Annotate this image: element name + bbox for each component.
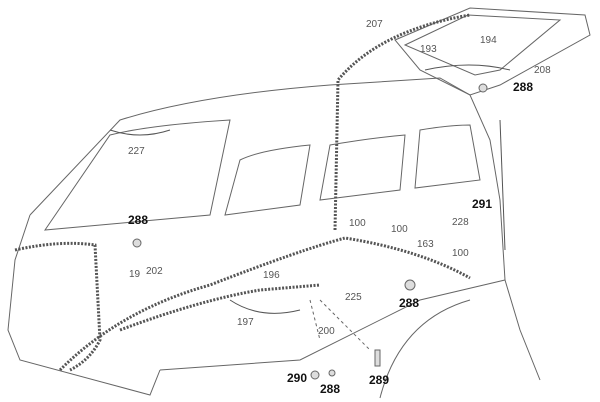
windshield (43, 119, 231, 231)
grommet-288 (404, 279, 416, 291)
harness-lower (119, 283, 321, 332)
wire-227 (109, 129, 171, 136)
van-side-lower (159, 279, 541, 381)
callout-225: 225 (345, 292, 362, 303)
callout-202: 202 (146, 266, 163, 277)
callout-208: 208 (534, 65, 551, 76)
main-harness-196 (58, 236, 471, 372)
van-roof-outline (29, 77, 506, 281)
side-window-2 (319, 134, 406, 201)
side-window-1 (224, 144, 311, 216)
grommet-288 (132, 238, 142, 248)
callout-289: 289 (369, 373, 390, 387)
grommet-288 (478, 83, 488, 93)
tailgate (394, 7, 591, 96)
callout-288: 288 (128, 213, 149, 227)
callout-194: 194 (480, 35, 497, 46)
callout-291: 291 (472, 197, 493, 211)
callout-290: 290 (287, 371, 308, 385)
callout-100: 100 (349, 218, 366, 229)
leader-dashed-2 (309, 299, 321, 341)
callout-193: 193 (420, 44, 437, 55)
callout-163: 163 (417, 239, 434, 250)
wire-228 (499, 119, 506, 251)
callout-200: 200 (318, 326, 335, 337)
side-window-3 (414, 124, 481, 189)
callout-207: 207 (366, 19, 383, 30)
callout-228: 228 (452, 217, 469, 228)
van-front-outline (7, 214, 161, 396)
leader-dashed (319, 299, 371, 351)
harness-front (14, 241, 102, 372)
callout-197: 197 (237, 317, 254, 328)
callout-100: 100 (452, 248, 469, 259)
tailgate-window (403, 14, 562, 76)
callout-227: 227 (128, 146, 145, 157)
callout-100: 100 (391, 224, 408, 235)
callout-288: 288 (320, 382, 341, 396)
bolt-289 (374, 349, 381, 367)
callout-288: 288 (399, 296, 420, 310)
callout-196: 196 (263, 270, 280, 281)
callout-19: 19 (129, 269, 141, 280)
wire-197 (229, 299, 301, 314)
callout-288: 288 (513, 80, 534, 94)
harness-207 (333, 13, 471, 231)
wheel-arch (379, 299, 471, 399)
clip-290 (310, 370, 320, 380)
clip-288 (328, 369, 336, 377)
wire-208 (424, 64, 511, 71)
